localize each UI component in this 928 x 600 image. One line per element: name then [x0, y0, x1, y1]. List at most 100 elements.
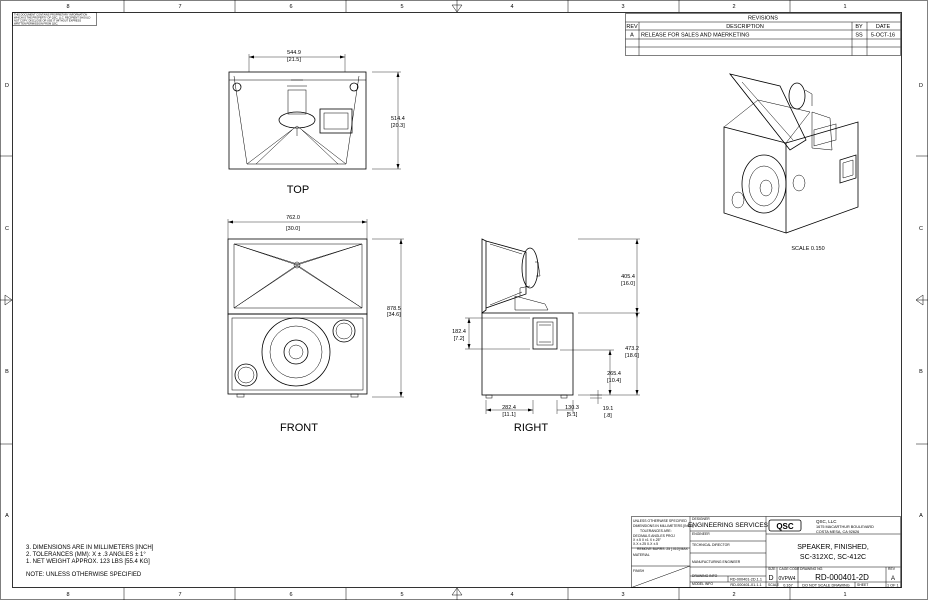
company-name: QSC, LLC	[816, 519, 837, 524]
front-view	[227, 238, 368, 398]
dim-right-box-inch: [18.6]	[625, 353, 639, 359]
center-mark-left-icon	[4, 294, 13, 306]
revisions-title: REVISIONS	[748, 16, 778, 22]
note-line-1: 1. NET WEIGHT APPROX. 123 LBS [55.4 KG]	[26, 559, 150, 565]
drawing-info-label: DRAWING INFO	[692, 574, 718, 578]
tolerance-line: X ±.5 X ±1 X ±.25°	[633, 538, 662, 542]
zone-col-label: 3	[621, 592, 624, 598]
dim-front-height-inch: [34.6]	[387, 312, 401, 318]
mfg-engineer-label: MANUFACTURING ENGINEER	[692, 560, 741, 564]
rev-label: REV	[888, 567, 896, 571]
zone-col-label: 8	[66, 592, 69, 598]
zone-col-label: 7	[178, 592, 181, 598]
zone-row-label: D	[919, 83, 923, 89]
dim-front-width: 762.0	[286, 215, 300, 221]
zone-col-label: 8	[66, 4, 69, 10]
dim-right-handle: 182.4	[452, 329, 466, 335]
dim-right-back: 130.3	[565, 405, 579, 411]
spec-line: TOLERANCES ARE:	[640, 529, 672, 533]
sheet-label: SHEET	[857, 583, 868, 587]
sheet-value: 1 OF 1	[887, 583, 899, 587]
finish-label: FINISH	[633, 569, 645, 573]
proprietary-note-line: NOT COPY, DISCLOSE OR USE IT WITHOUT EXP…	[14, 19, 81, 23]
company-address: 1675 MACARTHUR BOULEVARD	[816, 525, 874, 529]
proprietary-note-line: WHICH IS THE PROPERTY OF QSC, LLC. RECIP…	[14, 16, 90, 20]
qsc-logo-box	[768, 519, 802, 532]
dim-right-mid-inch: [10.4]	[607, 378, 621, 384]
zone-row-label: A	[5, 513, 9, 519]
zone-row-label: B	[5, 369, 9, 375]
view-label-top: TOP	[287, 184, 309, 196]
size-label: SIZE	[768, 567, 776, 571]
drawing-number: RD-000401-2D	[815, 573, 869, 582]
dim-right-horn: 405.4	[621, 274, 635, 280]
view-label-right: RIGHT	[514, 422, 549, 434]
designer-label: DESIGNER	[692, 517, 710, 521]
revision-description: RELEASE FOR SALES AND MAERKETING	[641, 33, 750, 39]
revisions-header-rev: REV	[626, 24, 638, 30]
zone-row-label: A	[919, 513, 923, 519]
zone-col-label: 5	[400, 4, 403, 10]
proprietary-note-line: THIS DOCUMENT CONTAINS PROPRIETARY INFOR…	[14, 13, 87, 17]
zone-col-label: 6	[289, 4, 292, 10]
zone-row-label: C	[5, 226, 9, 232]
zone-col-label: 3	[621, 4, 624, 10]
front-view-dimensions	[227, 219, 404, 398]
zone-row-label: D	[5, 83, 9, 89]
zone-col-label: 4	[510, 592, 513, 598]
zone-col-label: 1	[843, 4, 846, 10]
zone-row-label: C	[919, 226, 923, 232]
zone-col-label: 2	[732, 4, 735, 10]
tolerance-line: DECIMALS ANGLES PROJ	[633, 534, 675, 538]
scale-value: 0.167	[783, 583, 793, 587]
scale-label: SCALE	[768, 583, 780, 587]
dim-right-handle-inch: [7.2]	[454, 336, 465, 342]
rev-value: A	[891, 576, 895, 582]
iso-scale-label: SCALE 0.150	[791, 246, 824, 252]
view-label-front: FRONT	[280, 422, 318, 434]
company-logo: QSC	[776, 522, 794, 531]
center-mark-bottom-icon	[451, 587, 463, 596]
zone-col-label: 5	[400, 592, 403, 598]
cage-label: CAGE CODE	[779, 567, 800, 571]
proprietary-note-line: WRITTEN PERMISSION FROM QSC.	[14, 22, 59, 26]
drawing-title-line2: SC-312XC, SC-412C	[800, 554, 866, 561]
dim-right-depth: 282.4	[502, 405, 516, 411]
top-view	[228, 71, 367, 170]
company-city: COSTA MESA, CA 92626	[816, 530, 859, 534]
dim-right-horn-inch: [16.0]	[621, 281, 635, 287]
engineer-label: ENGINEER	[692, 532, 710, 536]
material-label: MATERIAL	[633, 553, 650, 557]
zone-col-label: 2	[732, 592, 735, 598]
revisions-table: REVISIONS REV DESCRIPTION BY DATE A RELE…	[625, 13, 901, 56]
dim-front-width-inch: [30.0]	[286, 226, 300, 232]
tech-director-label: TECHNICAL DIRECTOR	[692, 543, 730, 547]
isometric-view	[723, 73, 859, 234]
dim-front-height: 878.5	[387, 306, 401, 312]
revision-by: SS	[855, 33, 863, 39]
dim-top-depth-inch: [20.3]	[391, 123, 405, 129]
cage-value: 0VPW4	[779, 576, 796, 582]
model-info-label: MODEL INFO	[692, 582, 713, 586]
revision-rev: A	[630, 33, 634, 39]
right-view	[481, 238, 574, 399]
dim-right-foot-inch: [.8]	[604, 413, 612, 419]
drawing-no-label: DRAWING NO.	[800, 567, 823, 571]
spec-line: UNLESS OTHERWISE SPECIFIED	[633, 519, 687, 523]
center-mark-top-icon	[451, 4, 463, 13]
note-line-3: 3. DIMENSIONS ARE IN MILLIMETERS [INCH]	[26, 545, 154, 551]
zone-col-label: 6	[289, 592, 292, 598]
model-info: RD-000401-01.1.1	[730, 583, 761, 587]
dim-right-depth-inch: [11.1]	[502, 412, 516, 418]
revisions-header-description: DESCRIPTION	[726, 24, 764, 30]
dim-right-box: 473.2	[625, 346, 639, 352]
size-value: D	[768, 575, 773, 582]
proprietary-note-box	[12, 12, 97, 26]
zone-col-label: 4	[510, 4, 513, 10]
dim-top-depth: 514.4	[391, 116, 405, 122]
spec-line: DIMENSIONS IN MILLIMETERS [INCH]	[633, 524, 694, 528]
do-not-scale-note: DO NOT SCALE DRAWING	[802, 583, 850, 587]
